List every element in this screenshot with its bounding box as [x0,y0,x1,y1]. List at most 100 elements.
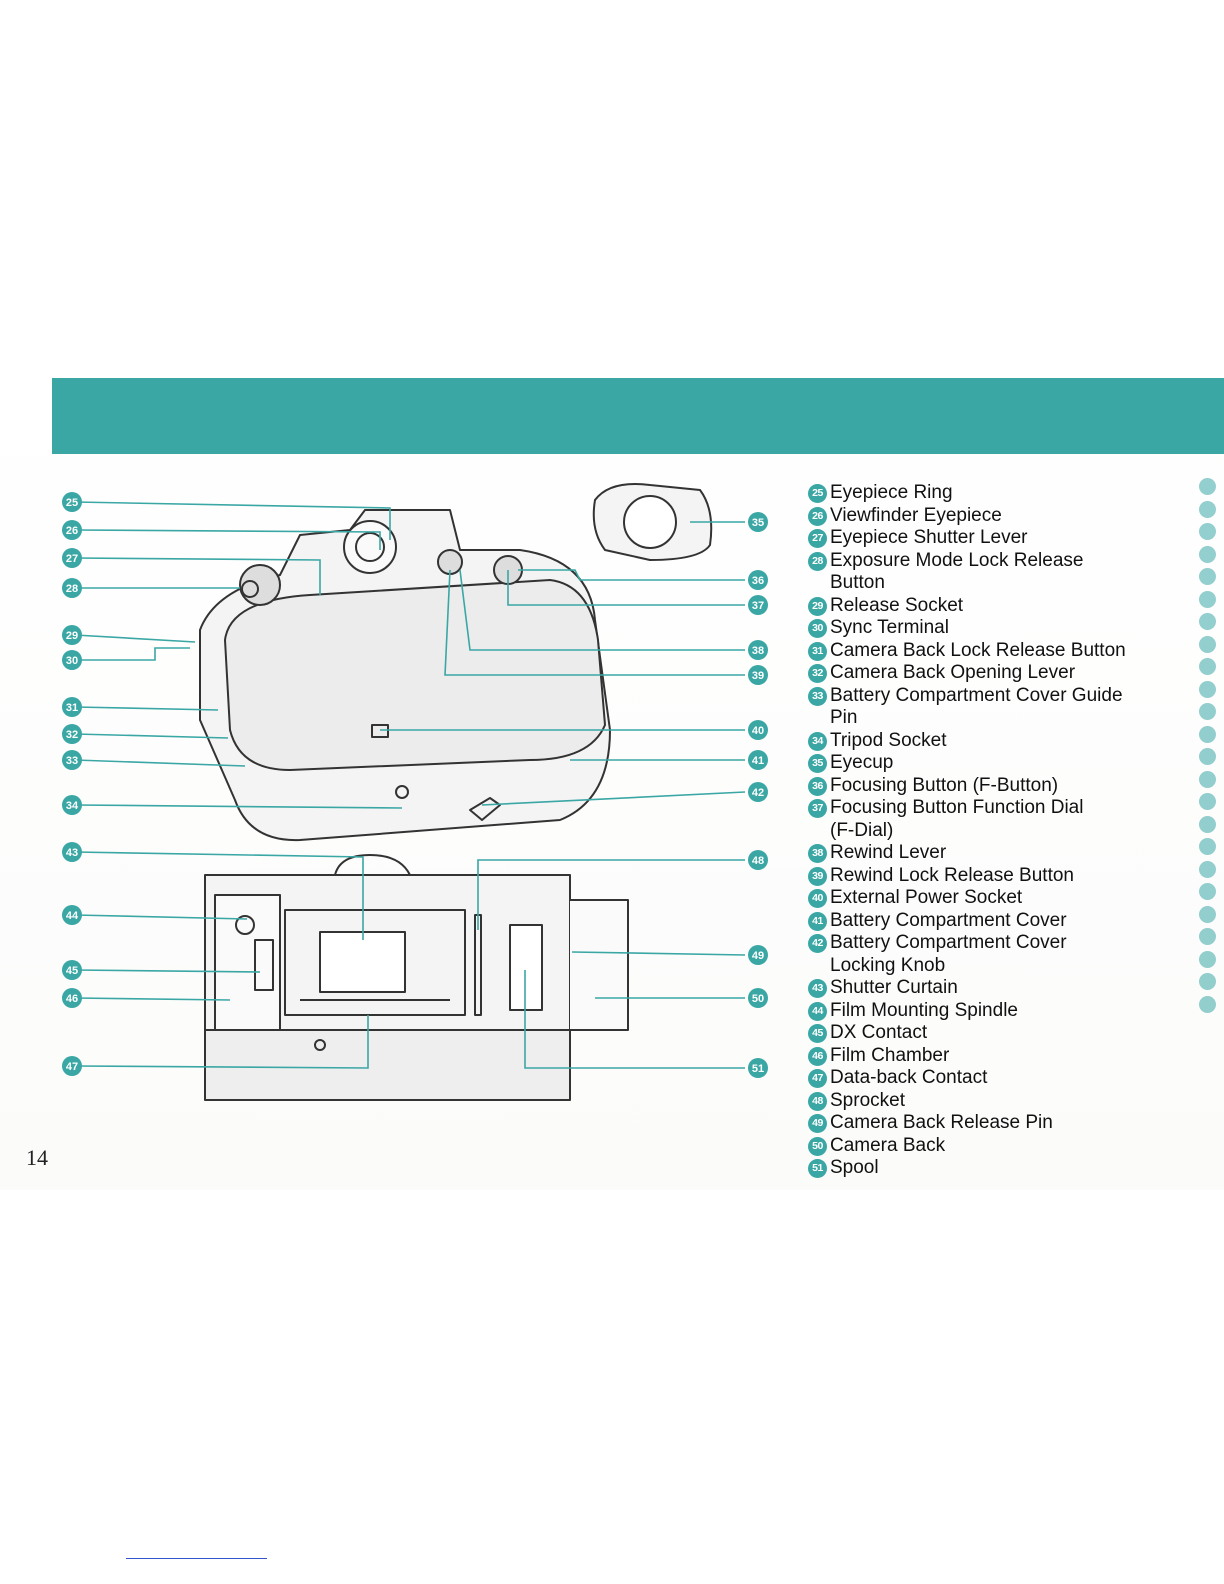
legend-label: Focusing Button Function Dial(F-Dial) [830,797,1150,842]
legend-label-line2: Pin [830,707,858,728]
marker-circle [62,795,82,815]
callout-number-badge: 39 [808,866,827,886]
diagram-callout-marker: 30 [62,650,82,670]
legend-label: DX Contact [830,1022,1150,1045]
legend-label: Tripod Socket [830,730,1150,753]
legend-label-line1: Camera Back [830,1134,946,1156]
legend-label: Rewind Lock Release Button [830,865,1150,888]
marker-number: 34 [66,800,79,812]
legend-label-line2: Locking Knob [830,954,946,976]
diagram-number-markers: 2526272829303132333435363738394041424344… [62,492,768,1078]
callout-number-badge: 36 [808,776,827,796]
callout-number-badge: 35 [808,754,827,773]
marker-number: 50 [752,993,764,1005]
marker-number: 44 [66,910,79,922]
callout-number-badge: 28 [808,551,827,571]
legend-label: Viewfinder Eyepiece [830,505,1150,528]
callout-number-badge: 44 [808,1001,827,1021]
marker-number: 49 [752,950,764,962]
diagram-callout-marker: 36 [748,570,768,590]
legend-label-line1: Camera Back Release Pin [830,1112,1053,1133]
legend-label: Release Socket [830,595,1150,618]
diagram-callout-marker: 39 [748,665,768,685]
marker-number: 26 [66,525,78,537]
marker-number: 25 [66,497,78,509]
legend-label-line1: Eyecup [830,752,894,773]
legend-label-line1: Film Mounting Spindle [830,999,1018,1021]
callout-number-badge: 26 [808,506,827,526]
legend-label-line1: Eyepiece Shutter Lever [830,527,1028,548]
marker-number: 33 [66,755,78,767]
adjacent-page-marker [1199,703,1216,720]
diagram-callout-marker: 28 [62,578,82,598]
adjacent-page-marker [1199,770,1216,788]
marker-circle [62,548,82,568]
callout-number-badge: 48 [808,1091,827,1111]
diagram-callout-marker: 45 [62,960,82,980]
adjacent-page-marker [1199,995,1216,1013]
legend-label-line1: Battery Compartment Cover [830,909,1067,931]
adjacent-page-marker [1199,793,1216,810]
legend-label: Eyecup [830,752,1150,775]
marker-circle [62,960,82,980]
marker-circle [748,945,768,965]
legend-label: Camera Back [830,1135,1150,1158]
section-header-band [52,378,1224,454]
legend-label: Camera Back Lock Release Button [830,640,1150,663]
legend-label: Focusing Button (F-Button) [830,775,1150,798]
callout-number-badge: 50 [808,1136,827,1156]
legend-label: Eyepiece Shutter Lever [830,527,1150,550]
adjacent-page-marker [1199,748,1216,765]
legend-label-line1: Viewfinder Eyepiece [830,504,1002,526]
legend-label: Eyepiece Ring [830,482,1150,505]
marker-number: 43 [66,847,78,859]
diagram-callout-marker: 32 [62,724,82,744]
legend-label: Battery Compartment Cover [830,910,1150,933]
adjacent-page-marker [1199,613,1216,630]
diagram-callout-marker: 41 [748,750,768,770]
legend-label-line1: Battery Compartment Cover [830,932,1067,953]
legend-label-line1: Tripod Socket [830,729,947,751]
diagram-callout-marker: 48 [748,850,768,870]
legend-label-line1: External Power Socket [830,887,1023,908]
legend-label-line1: Sync Terminal [830,617,949,638]
callout-number-badge: 33 [808,686,827,706]
marker-circle [748,570,768,590]
diagram-callout-marker: 35 [748,512,768,532]
diagram-callout-marker: 31 [62,697,82,717]
adjacent-page-marker [1199,973,1216,990]
callout-number-badge: 43 [808,979,827,998]
adjacent-page-marker [1199,500,1216,518]
footer-rule [126,1558,267,1559]
legend-label-line1: Sprocket [830,1089,905,1111]
marker-number: 40 [752,725,764,737]
marker-number: 47 [66,1061,78,1073]
marker-number: 48 [752,855,764,867]
marker-circle [748,512,768,532]
diagram-callout-marker: 40 [748,720,768,740]
marker-circle [748,782,768,802]
dial-drawing [239,564,281,606]
callout-number-badge: 27 [808,529,827,548]
diagram-callout-marker: 37 [748,595,768,615]
adjacent-page-marker [1199,545,1216,563]
callout-number-badge: 34 [808,731,827,751]
legend-label-line1: Camera Back Opening Lever [830,662,1076,683]
marker-circle [62,650,82,670]
marker-circle [62,492,82,512]
legend-label: Camera Back Release Pin [830,1112,1150,1135]
callout-number-badge: 25 [808,484,827,503]
marker-number: 42 [752,787,764,799]
